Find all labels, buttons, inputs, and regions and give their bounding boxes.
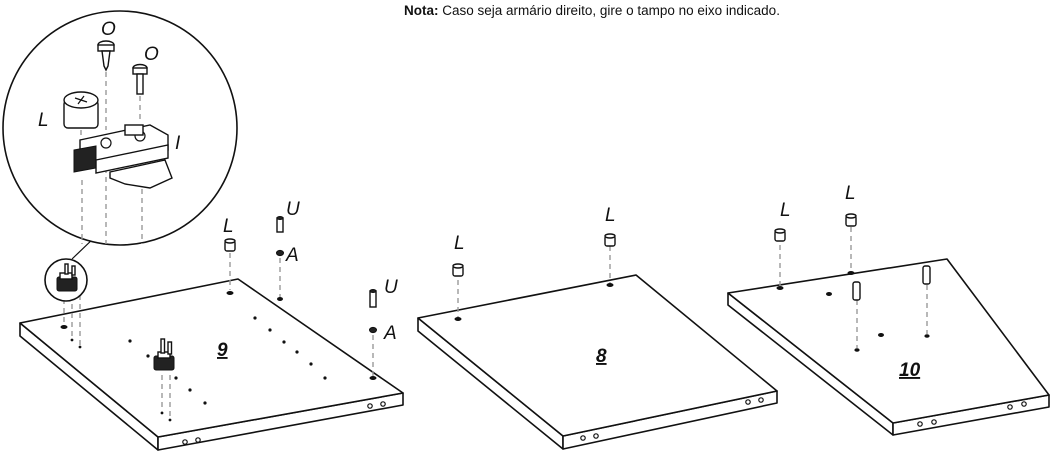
panel-number-8: 8 (596, 346, 607, 367)
note-text: Caso seja armário direito, gire o tampo … (442, 3, 780, 18)
panel-number-9: 9 (217, 340, 228, 361)
zoom-circle-small (44, 258, 88, 302)
label-l-panel8-a: L (454, 233, 465, 254)
assembly-note: Nota: Caso seja armário direito, gire o … (404, 3, 780, 18)
panel-10-top-face (727, 258, 1050, 424)
cam-fitting-l-panel8-a (452, 263, 464, 277)
label-l-panel8-b: L (605, 205, 616, 226)
panel-8-top-face (417, 274, 778, 437)
label-a-panel9-a: A (285, 245, 299, 266)
cam-fitting-l-panel10-a (774, 228, 786, 242)
cam-fitting-l-panel8-b (604, 233, 616, 247)
label-u-panel9-b: U (384, 277, 398, 298)
panel-9-face-holes (60, 291, 377, 422)
hinge-bracket-i (73, 124, 173, 189)
label-l-panel9: L (223, 216, 234, 237)
note-label: Nota: (404, 3, 439, 18)
detail-circle: O O L I (2, 10, 238, 246)
screw-o-2 (132, 63, 148, 122)
panel-9: L U A U A 9 (19, 199, 404, 451)
panel-8: L L 8 (417, 205, 778, 450)
label-i-detail: I (175, 133, 181, 154)
label-o-detail-2: O (144, 44, 159, 65)
cam-fitting-l-panel10-b (845, 213, 857, 227)
bolt-u-panel9-a (276, 216, 284, 257)
dowel-panel10-a (852, 281, 861, 301)
cam-fitting-l-panel9 (224, 238, 236, 252)
panel-number-10: 10 (899, 360, 921, 381)
label-l-detail: L (38, 110, 49, 131)
label-a-panel9-b: A (383, 323, 397, 344)
panel-10-edge-holes (917, 401, 1027, 427)
panel-9-top-face (19, 278, 404, 438)
panel-9-guides (63, 253, 374, 418)
hinge-bracket-panel9 (153, 338, 175, 371)
label-u-panel9-a: U (286, 199, 300, 220)
dowel-panel10-b (922, 265, 931, 285)
panel-9-edge-holes (182, 401, 386, 445)
label-o-detail-1: O (101, 19, 116, 40)
panel-8-edge-holes (580, 397, 764, 441)
screw-o-1 (97, 40, 115, 130)
cam-fitting-l-detail (63, 91, 99, 140)
panel-10: L L 10 (727, 183, 1050, 436)
label-l-panel10-b: L (845, 183, 856, 204)
label-l-panel10-a: L (780, 200, 791, 221)
bolt-u-panel9-b (369, 289, 377, 334)
